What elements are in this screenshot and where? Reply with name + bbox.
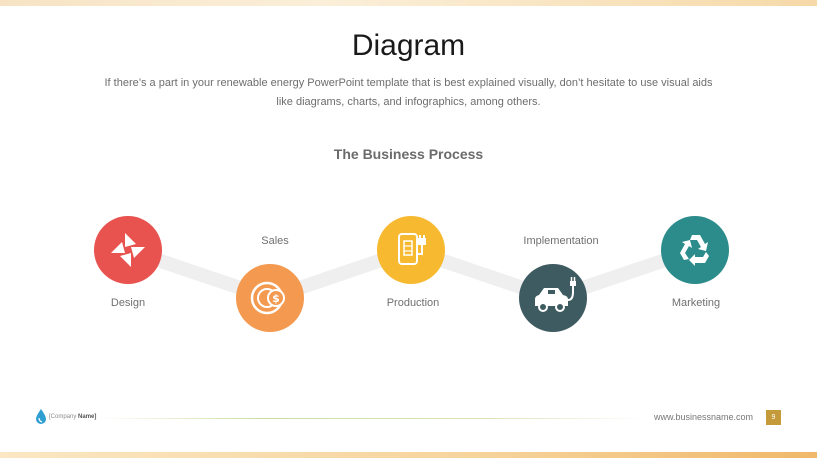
step-label-design: Design (110, 297, 146, 309)
process-step-implementation (519, 264, 587, 332)
step-label-marketing: Marketing (671, 297, 721, 309)
subtitle-line-2: like diagrams, charts, and infographics,… (276, 96, 541, 108)
bottom-accent-band (0, 452, 817, 458)
water-drop-logo-icon (36, 409, 46, 424)
battery-plug-icon (398, 233, 426, 265)
process-step-sales: $ (236, 264, 304, 332)
marketing-circle (661, 216, 729, 284)
slide-title: Diagram (351, 29, 466, 62)
section-title: The Business Process (333, 146, 484, 162)
footer-company-bold: Name] (78, 414, 97, 420)
money-coin-icon: $ (250, 281, 285, 315)
pinwheel-icon (111, 233, 145, 267)
step-label-sales: Sales (261, 235, 289, 247)
recycle-icon (680, 235, 709, 266)
slide-subtitle: If there’s a part in your renewable ener… (90, 74, 727, 112)
electric-car-icon (535, 277, 576, 312)
production-circle (377, 216, 445, 284)
footer-company-name: [Company Name] (49, 414, 96, 420)
footer-divider (98, 418, 648, 419)
process-step-design (94, 216, 162, 284)
page-number: 9 (766, 410, 781, 425)
svg-text:$: $ (272, 292, 280, 305)
process-step-production (377, 216, 445, 284)
footer-url: www.businessname.com (654, 412, 754, 422)
step-label-production: Production (386, 297, 440, 309)
process-step-marketing (661, 216, 729, 284)
step-label-implementation: Implementation (523, 235, 599, 247)
top-accent-band (0, 0, 817, 6)
footer-company-prefix: [Company (49, 414, 77, 420)
subtitle-line-1: If there’s a part in your renewable ener… (104, 77, 713, 89)
